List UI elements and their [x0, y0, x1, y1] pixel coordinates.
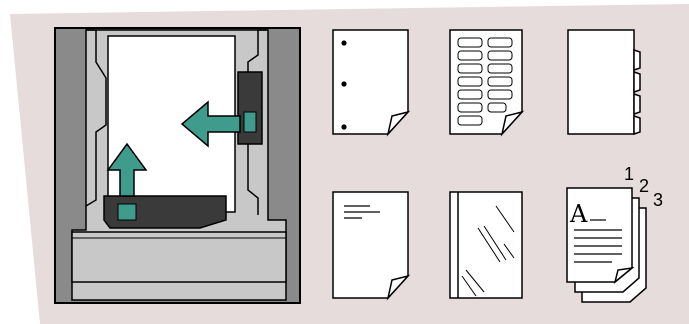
collated-number-1: 1 [624, 164, 634, 184]
tab-stock-icon [567, 29, 641, 136]
hole-punched-paper-icon [332, 29, 411, 137]
tray-loading-illustration [54, 27, 301, 304]
transparency-icon [449, 191, 523, 299]
collated-copies-icon: A 1 2 3 [566, 164, 663, 303]
collated-number-2: 2 [639, 176, 649, 196]
collated-number-3: 3 [653, 190, 663, 210]
arrow-left-icon [180, 100, 241, 148]
label-sheet-icon [449, 29, 525, 137]
collated-letter: A [569, 200, 588, 228]
arrow-up-icon [106, 142, 148, 197]
plain-paper-icon [332, 191, 411, 301]
